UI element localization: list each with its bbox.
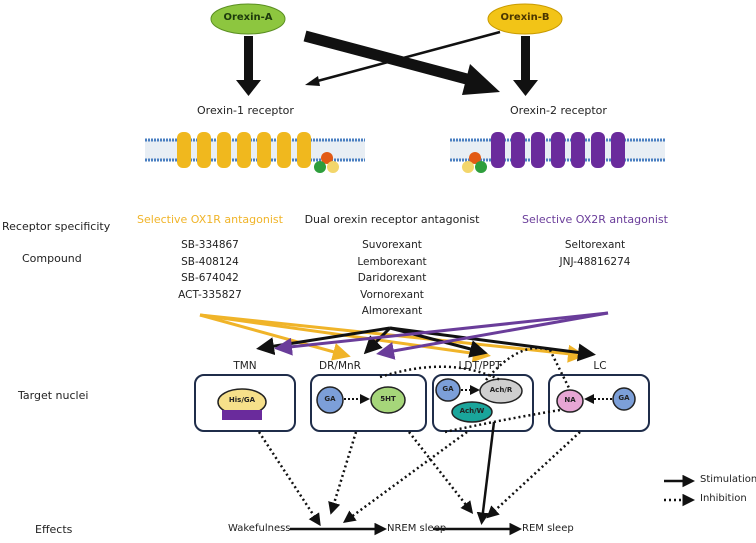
effect-nrem-sleep: NREM sleep [387,523,447,534]
cell-label: NA [564,396,576,404]
ox2r-g-protein [462,152,487,173]
compound: Almorexant [361,305,423,317]
compound: Suvorexant [362,239,422,251]
tmn-box [194,374,296,432]
compound: Daridorexant [357,272,427,284]
helix [297,132,311,168]
helix [277,132,291,168]
helix [197,132,211,168]
row-label-compound: Compound [22,252,82,265]
row-label-effects: Effects [35,523,73,536]
compound: SB-674042 [181,272,239,284]
compound: Seltorexant [564,239,626,251]
ox2r-to-tmn-arrow [274,311,609,356]
cell-label: GA [442,385,454,393]
ldt-ga-cell [435,378,461,402]
compound: JNJ-48816274 [559,255,631,268]
ox2r-label: Orexin-2 receptor [510,104,607,117]
ox1r-helices [177,132,311,168]
compound: ACT-335827 [178,288,242,301]
nucleus-tmn-label: TMN [233,360,257,372]
ldt-ach-w-cell [451,401,493,423]
helix [217,132,231,168]
ox2r-to-drmnr-arrow [376,311,609,360]
drmnr-box [310,374,427,432]
row-label-specificity: Receptor specificity [2,220,111,233]
ox2r-compound-list: Seltorexant JNJ-48816274 [525,237,665,270]
helix [551,132,565,168]
drmnr-5ht-cell [370,386,406,414]
effect-arrows [257,346,581,536]
lc-na-cell [556,389,584,413]
legend-inhibition-label: Inhibition [700,493,747,504]
class-arrows [199,311,609,363]
tmn-receptor [222,410,262,420]
orexin-a-label: Orexin-A [223,12,273,23]
dora-compound-list: Suvorexant Lemborexant Daridorexant Vorn… [322,237,462,320]
helix [177,132,191,168]
helix [531,132,545,168]
dora-to-drmnr-arrow [363,326,392,355]
helix [611,132,625,168]
row-label-target: Target nuclei [18,389,89,402]
orexin-b-to-ox2r-arrow [513,36,538,96]
compound: Vornorexant [360,288,424,301]
orexin-a-to-ox2r-arrow [303,30,500,95]
ox2r-helices [491,132,625,168]
ldtppt-box [432,374,534,432]
compound: Lemborexant [357,255,427,268]
compound: SB-334867 [181,239,239,251]
orexin-b-to-ox1r-arrow [305,30,501,86]
ox1r-to-drmnr-arrow [199,313,351,361]
effect-rem-sleep: REM sleep [522,523,574,534]
lc-ga-cell [612,387,636,411]
effect-wakefulness: Wakefulness [228,523,291,534]
ox1r-compound-list: SB-334867 SB-408124 SB-674042 ACT-335827 [140,237,280,303]
cell-label: GA [618,394,630,402]
helix [511,132,525,168]
cell-label: Ach/W [459,407,485,415]
class-ox1r-header: Selective OX1R antagonist [137,213,283,226]
cell-label: 5HT [380,395,396,403]
ox1r-g-protein [314,152,339,173]
orexin-a-ellipse [210,3,286,35]
class-dora-header: Dual orexin receptor antagonist [304,213,480,226]
drmnr-ga-cell [316,386,344,414]
orexin-b-ellipse [487,3,563,35]
ox1r-label: Orexin-1 receptor [197,104,294,117]
class-ox2r-header: Selective OX2R antagonist [522,213,668,226]
dora-to-ldtppt-arrow [389,326,488,358]
helix [237,132,251,168]
cell-label: GA [324,395,336,403]
legend-stimulation-label: Stimulation [700,474,756,485]
orexin-a-to-ox1r-arrow [236,36,261,96]
orexin-b-label: Orexin-B [500,12,550,23]
helix [257,132,271,168]
nucleus-lc-label: LC [593,360,607,372]
compound: SB-408124 [181,255,239,268]
ldt-ach-r-cell [479,378,523,404]
helix [571,132,585,168]
cell-label: His/GA [228,396,256,404]
nucleus-drmnr-label: DR/MnR [319,360,361,372]
nucleus-ldtppt-label: LDT/PPT [458,360,502,372]
helix [591,132,605,168]
lc-box [548,374,650,432]
helix [491,132,505,168]
cell-label: Ach/R [489,386,513,394]
